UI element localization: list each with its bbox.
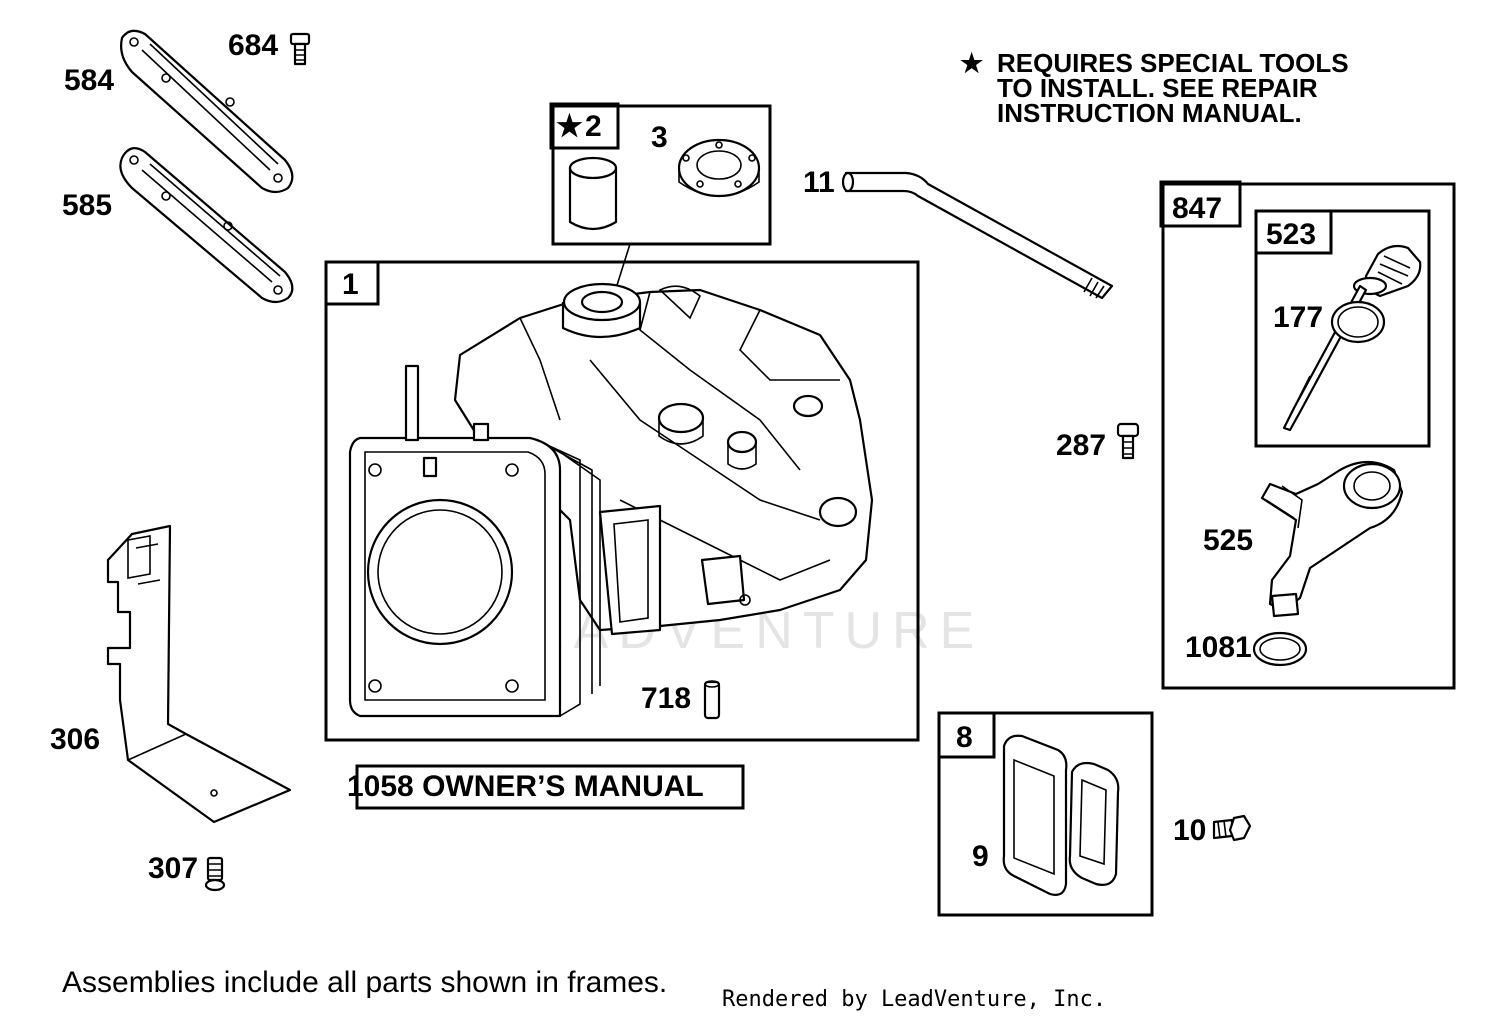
- frame-847-tag: [1159, 180, 1242, 228]
- gasket-584[interactable]: [120, 29, 294, 194]
- rendered-by: Rendered by LeadVenture, Inc.: [722, 987, 1106, 1012]
- gasket-585[interactable]: [119, 147, 294, 304]
- callout-3: 3: [651, 121, 668, 154]
- frame-1: [324, 260, 920, 742]
- frame-847-label: 847: [1172, 192, 1222, 225]
- frame-523-tag: [1254, 209, 1333, 255]
- callout-585: 585: [62, 189, 112, 222]
- callout-525: 525: [1203, 524, 1253, 557]
- manual-label: 1058 OWNER’S MANUAL: [347, 770, 704, 803]
- frame-847: [1161, 182, 1456, 690]
- frame-523-label: 523: [1266, 218, 1316, 251]
- callout-306: 306: [50, 723, 100, 756]
- callout-287: 287: [1056, 429, 1106, 462]
- screw-684-icon[interactable]: [289, 32, 311, 66]
- frame-2-label: 2: [585, 110, 602, 143]
- manual-frame: [355, 764, 745, 810]
- frame-8-label: 8: [956, 721, 973, 754]
- callout-1081: 1081: [1185, 631, 1252, 664]
- dipstick-tube-525[interactable]: [1260, 460, 1404, 618]
- callout-10: 10: [1173, 814, 1206, 847]
- screw-287-icon[interactable]: [1116, 422, 1140, 460]
- note-line-3: INSTRUCTION MANUAL.: [997, 98, 1302, 128]
- gasket-9[interactable]: [1002, 734, 1068, 896]
- special-tools-note: ★ REQUIRES SPECIAL TOOLS TO INSTALL. SEE…: [960, 48, 1349, 128]
- o-ring-177[interactable]: [1330, 300, 1386, 344]
- breather-cover[interactable]: [1068, 761, 1120, 886]
- frame-2: [551, 104, 772, 246]
- frame-523: [1254, 209, 1431, 448]
- note-line-1: REQUIRES SPECIAL TOOLS: [997, 48, 1349, 78]
- frame-2-tag: [549, 102, 620, 150]
- dowel-pin-718[interactable]: [703, 680, 721, 720]
- frame-8: [937, 711, 1154, 917]
- callout-684: 684: [228, 29, 278, 62]
- callout-718: 718: [641, 682, 691, 715]
- note-line-2: TO INSTALL. SEE REPAIR: [997, 73, 1318, 103]
- callout-584: 584: [64, 64, 114, 97]
- callout-177: 177: [1273, 301, 1323, 334]
- screw-10-icon[interactable]: [1212, 814, 1252, 842]
- screw-307-icon[interactable]: [204, 856, 226, 892]
- cylinder-block[interactable]: [348, 282, 874, 718]
- frame-1-label: 1: [342, 268, 359, 301]
- oil-seal[interactable]: [677, 138, 761, 198]
- callout-307: 307: [148, 852, 198, 885]
- callout-11: 11: [803, 166, 835, 199]
- frame-8-tag: [937, 711, 996, 759]
- note-star-icon: ★: [960, 48, 984, 78]
- dipstick-tube[interactable]: [841, 171, 1114, 300]
- callout-9: 9: [972, 840, 989, 873]
- bracket-306[interactable]: [106, 524, 292, 824]
- bushing[interactable]: [568, 156, 618, 231]
- o-ring-1081[interactable]: [1252, 631, 1308, 667]
- frame-1-tag: [324, 260, 380, 306]
- frame-2-star-icon: ★: [556, 110, 583, 143]
- footer-note: Assemblies include all parts shown in fr…: [62, 966, 667, 999]
